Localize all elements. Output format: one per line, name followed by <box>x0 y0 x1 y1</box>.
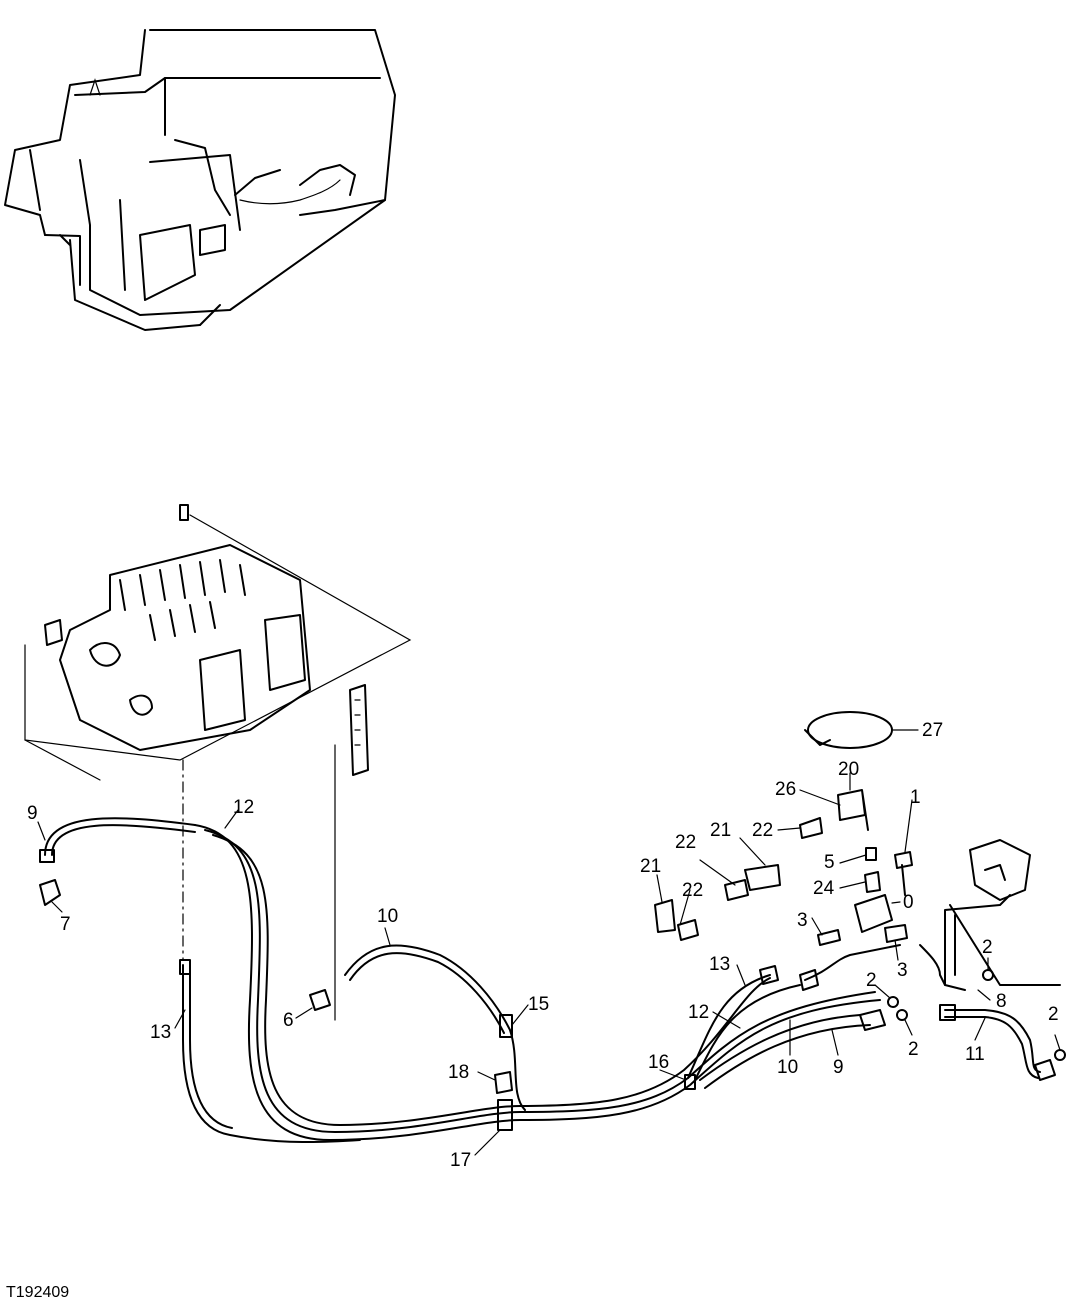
callout-22: 22 <box>752 820 773 841</box>
callout-18: 18 <box>448 1062 469 1083</box>
callout-12: 12 <box>233 797 254 818</box>
callout-22: 22 <box>682 880 703 901</box>
callout-8: 8 <box>996 991 1007 1012</box>
callout-22: 22 <box>675 832 696 853</box>
callout-13: 13 <box>150 1022 171 1043</box>
callout-21: 21 <box>640 856 661 877</box>
excavator-overview-illustration <box>4 29 396 331</box>
fittings <box>39 711 1066 1131</box>
callout-6: 6 <box>283 1010 294 1031</box>
callout-15: 15 <box>528 994 549 1015</box>
callout-3: 3 <box>897 960 908 981</box>
callout-27: 27 <box>922 720 943 741</box>
callout-26: 26 <box>775 779 796 800</box>
callout-2: 2 <box>908 1039 919 1060</box>
callout-11: 11 <box>965 1044 985 1065</box>
callout-21: 21 <box>710 820 731 841</box>
control-valve-illustration <box>24 504 412 781</box>
callout-9: 9 <box>833 1057 844 1078</box>
hose-routing <box>44 817 1061 1144</box>
callout-17: 17 <box>450 1150 471 1171</box>
mounting-bracket-strip <box>334 684 369 1021</box>
leader-lines <box>37 729 1061 1156</box>
figure-id: T192409 <box>6 1284 69 1301</box>
callout-0: 0 <box>903 892 914 913</box>
callout-13: 13 <box>709 954 730 975</box>
callout-7: 7 <box>60 914 71 935</box>
callout-12: 12 <box>688 1002 709 1023</box>
callout-2: 2 <box>866 970 877 991</box>
callout-16: 16 <box>648 1052 669 1073</box>
callout-3: 3 <box>797 910 808 931</box>
callout-9: 9 <box>27 803 38 824</box>
callout-24: 24 <box>813 878 835 899</box>
callout-2: 2 <box>1048 1004 1059 1025</box>
callout-5: 5 <box>824 852 835 873</box>
callout-labels: 27 20 26 1 21 22 5 24 22 21 22 0 3 3 13 … <box>27 720 1059 1171</box>
callout-20: 20 <box>838 759 859 780</box>
callout-1: 1 <box>910 787 921 808</box>
callout-10: 10 <box>777 1057 798 1078</box>
callout-2: 2 <box>982 937 993 958</box>
callout-10: 10 <box>377 906 398 927</box>
